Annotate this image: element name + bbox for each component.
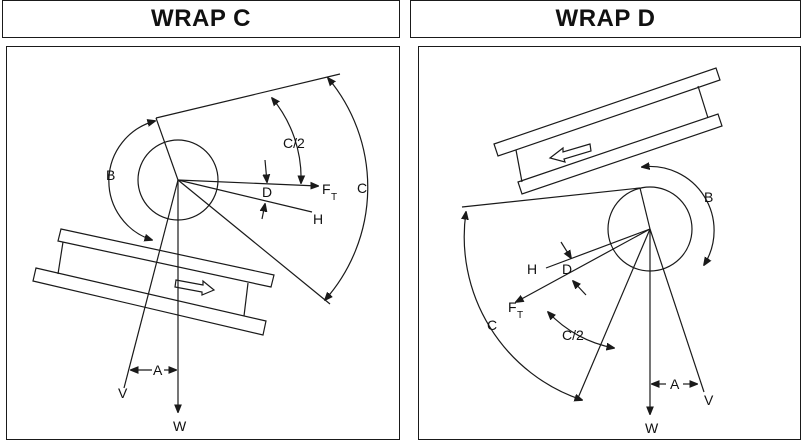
label-d-c: D: [262, 184, 272, 200]
angle-c-arc-d: [464, 212, 582, 400]
angle-c-arc-c: [325, 78, 369, 300]
label-b-d: B: [704, 189, 713, 205]
label-h-c: H: [313, 211, 323, 227]
tangent-line-lower-c: [177, 179, 331, 305]
v-line-c: [123, 179, 179, 389]
tangent-line-upper-c: [155, 73, 341, 119]
label-h-d: H: [527, 261, 537, 277]
label-c-d: C: [487, 317, 497, 333]
label-c-half-c: C/2: [283, 135, 305, 151]
tangent-line-lower-d: [577, 228, 651, 399]
label-v-d: V: [704, 392, 714, 408]
angle-b-arc-d: [642, 166, 715, 265]
label-a-c: A: [153, 362, 163, 378]
wrap-d-diagram: B C/2 C D F T H V A W: [461, 67, 723, 436]
label-f-sub-c: T: [331, 192, 337, 203]
label-d-d: D: [562, 261, 572, 277]
belt-direction-arrow-c: [174, 279, 216, 296]
label-w-c: W: [173, 418, 187, 434]
force-ft-vector-c: [177, 179, 318, 186]
label-a-d: A: [670, 376, 680, 392]
pulley-radius-line-d: [639, 187, 651, 230]
belt-frame-c: [32, 228, 275, 336]
wrap-c-diagram: B C/2 C D F T H V A W: [32, 73, 369, 434]
h-line-c: [177, 179, 313, 213]
belt-direction-arrow-d: [548, 143, 592, 163]
angle-c-half-arc-d: [548, 312, 614, 348]
label-w-d: W: [645, 420, 659, 436]
angle-c-half-arc-c: [272, 98, 301, 183]
tangent-line-upper-d: [461, 187, 641, 208]
angle-d-arrow-bottom-c: [262, 204, 265, 220]
belt-frame-d: [493, 67, 723, 195]
angle-d-arrow-top-c: [265, 159, 267, 182]
label-f-sub-d: T: [517, 310, 523, 321]
label-c-half-d: C/2: [562, 327, 584, 343]
label-f-c: F: [322, 181, 331, 197]
angle-b-arc-c: [108, 121, 155, 240]
label-f-d: F: [508, 299, 517, 315]
wrap-d-title: WRAP D: [410, 0, 801, 38]
label-b-c: B: [106, 167, 115, 183]
label-c-c: C: [357, 180, 367, 196]
wrap-c-title: WRAP C: [2, 0, 400, 38]
v-line-d: [649, 228, 705, 393]
label-v-c: V: [118, 385, 128, 401]
angle-d-arrow-top-d: [560, 241, 571, 258]
angle-d-arrow-bottom-d: [573, 281, 587, 296]
pulley-radius-line-c: [155, 117, 179, 181]
